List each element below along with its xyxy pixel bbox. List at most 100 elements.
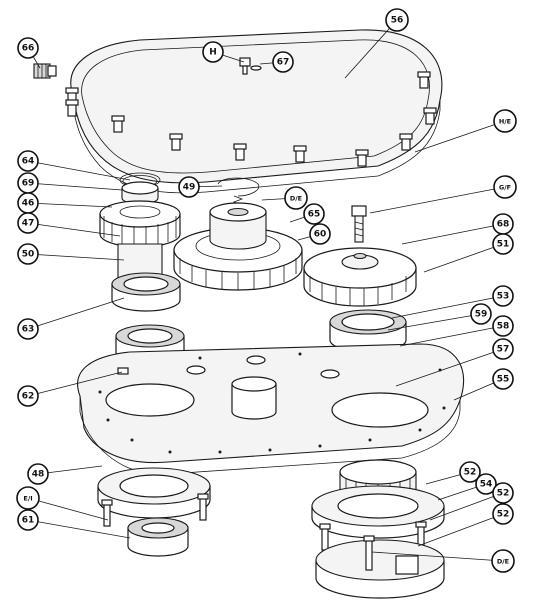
callout-circle <box>17 509 39 531</box>
leader-line <box>27 519 131 539</box>
callout-circle <box>493 175 517 199</box>
callout-circle <box>202 41 224 63</box>
callout-label: 46 <box>22 199 35 209</box>
part-callout: 52 <box>492 503 514 525</box>
callout-label: 69 <box>22 179 35 189</box>
callout-label: 59 <box>475 310 488 320</box>
callout-label: D/E <box>497 558 509 566</box>
callout-circle <box>470 303 492 325</box>
callout-circle <box>27 463 49 485</box>
callout-circle <box>492 482 514 504</box>
part-callout: H/E <box>493 109 517 133</box>
leader-line <box>417 513 504 547</box>
leader-line <box>401 223 504 245</box>
callout-circle <box>284 186 308 210</box>
callout-label: 66 <box>22 44 35 54</box>
callout-label: 56 <box>391 16 404 26</box>
part-callout: 62 <box>17 385 39 407</box>
part-callout: 47 <box>17 212 39 234</box>
leader-line <box>27 297 125 330</box>
part-callout: 54 <box>475 473 497 495</box>
cover-bolts <box>65 71 437 167</box>
callout-label: 68 <box>497 220 510 230</box>
callout-circle <box>492 503 514 525</box>
callout-label: 51 <box>497 240 510 250</box>
housing-plate <box>77 343 465 475</box>
part-callout: D/E <box>284 186 308 210</box>
callout-label: 53 <box>497 292 510 302</box>
part-callouts: 66 H 67 56H/E 64 69 49D/E G/F 46 65 47 68 60 51 50 53 59… <box>16 8 517 573</box>
leader-line <box>369 186 506 214</box>
leader-line <box>27 182 123 191</box>
leader-line <box>387 313 482 331</box>
callout-circle <box>303 203 325 225</box>
callout-label: D/E <box>290 195 302 203</box>
leader-line <box>391 295 504 319</box>
part-callout: 56 <box>385 8 409 32</box>
callout-label: 60 <box>314 230 327 240</box>
callout-label: 61 <box>22 516 35 526</box>
leader-line <box>27 497 109 521</box>
callout-label: 47 <box>22 219 35 229</box>
fill-plug <box>239 57 262 75</box>
callout-circle <box>492 315 514 337</box>
center-idler-gear <box>173 177 303 291</box>
leader-line <box>27 253 125 261</box>
leader-line <box>423 243 504 273</box>
part-callout: 69 <box>17 172 39 194</box>
leader-line <box>27 160 131 181</box>
callout-label: 50 <box>22 250 35 260</box>
callout-label: 52 <box>497 510 510 520</box>
callout-label: 63 <box>22 325 35 335</box>
callout-circle <box>492 233 514 255</box>
callout-label: 52 <box>497 489 510 499</box>
breather-plug <box>33 63 57 79</box>
callout-label: 67 <box>277 58 290 68</box>
callout-label: 65 <box>308 210 321 220</box>
lower-right-flange <box>311 459 445 599</box>
callout-circle <box>491 549 515 573</box>
part-callout: 64 <box>17 150 39 172</box>
callout-circle <box>475 473 497 495</box>
part-callout: G/F <box>493 175 517 199</box>
callout-label: 57 <box>497 345 510 355</box>
callout-label: 64 <box>22 157 35 167</box>
callout-circle <box>272 51 294 73</box>
callout-label: 52 <box>464 468 477 478</box>
leader-line <box>395 348 504 387</box>
callout-label: 58 <box>497 322 510 332</box>
leader-line <box>414 120 506 153</box>
part-callout: E/I <box>16 486 40 510</box>
part-callout: 58 <box>492 315 514 337</box>
part-callout: 59 <box>470 303 492 325</box>
callout-label: H/E <box>499 118 511 126</box>
callout-circle <box>17 243 39 265</box>
callout-circle <box>493 109 517 133</box>
callout-label: 49 <box>183 183 196 193</box>
part-callout: 65 <box>303 203 325 225</box>
callout-circle <box>178 176 200 198</box>
part-callout: 68 <box>492 213 514 235</box>
callout-circle <box>492 338 514 360</box>
callout-label: H <box>209 48 217 58</box>
callout-circle <box>16 486 40 510</box>
leader-line <box>27 202 113 208</box>
part-callout: 57 <box>492 338 514 360</box>
callout-circle <box>309 223 331 245</box>
part-callout: 63 <box>17 318 39 340</box>
callout-circle <box>17 212 39 234</box>
callout-label: 48 <box>32 470 45 480</box>
callout-circle <box>17 318 39 340</box>
part-callout: 53 <box>492 285 514 307</box>
part-callout: 49 <box>178 176 200 198</box>
part-callout: 52 <box>459 461 481 483</box>
leader-line <box>344 19 398 79</box>
left-gear-stack <box>99 172 185 364</box>
part-callout: 61 <box>17 509 39 531</box>
leader-line <box>371 551 504 562</box>
callout-circle <box>17 37 39 59</box>
part-callout: 66 <box>17 37 39 59</box>
callout-circle <box>492 368 514 390</box>
leader-line <box>399 325 504 347</box>
